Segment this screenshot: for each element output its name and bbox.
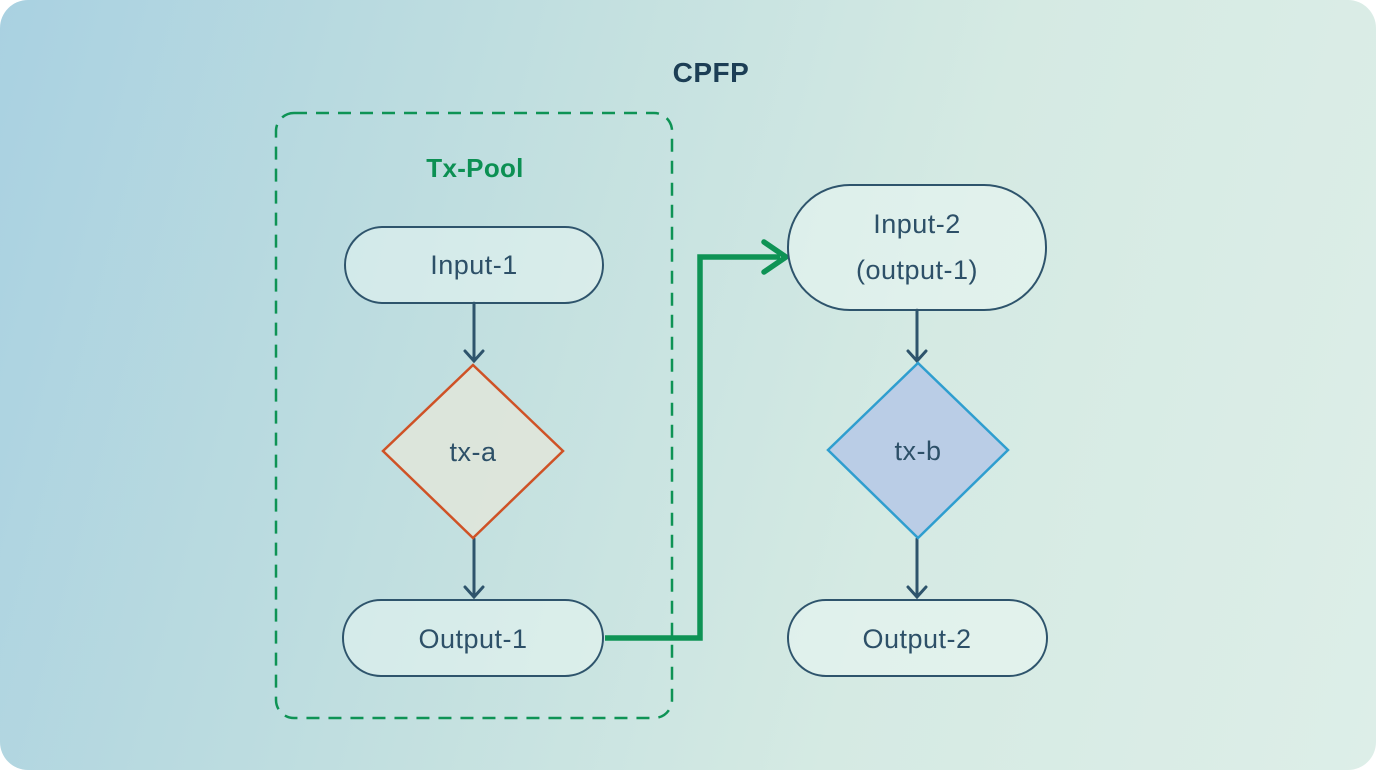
edge-output1-to-input2-arrowhead-icon <box>761 239 789 275</box>
node-tx-b-label: tx-b <box>894 436 941 466</box>
diagram-title: CPFP <box>673 57 750 88</box>
tx-pool-label: Tx-Pool <box>426 153 523 183</box>
node-output-2: Output-2 <box>787 599 1048 677</box>
node-input-2-label: Input-2 <box>873 209 961 239</box>
node-tx-a: tx-a <box>381 363 565 540</box>
node-tx-b: tx-b <box>826 361 1010 540</box>
edge-output1-to-input2 <box>605 254 780 641</box>
node-input-1: Input-1 <box>344 226 604 304</box>
node-input-1-shape <box>344 226 604 304</box>
node-input-2-sublabel: (output-1) <box>856 255 978 285</box>
node-tx-a-shape <box>381 363 565 540</box>
edge-input1-to-txa-arrowhead-icon <box>463 349 485 364</box>
node-output-2-shape <box>787 599 1048 677</box>
node-output-1: Output-1 <box>342 599 604 677</box>
tx-pool-container <box>274 111 674 720</box>
edge-txb-to-output2-arrowhead-icon <box>906 585 928 600</box>
edge-input2-to-txb-arrowhead-icon <box>906 349 928 364</box>
node-input-2: Input-2 (output-1) <box>787 184 1047 311</box>
node-tx-b-shape <box>826 361 1010 540</box>
edge-txa-to-output1-arrowhead-icon <box>463 585 485 600</box>
node-output-1-label: Output-1 <box>418 624 527 654</box>
node-output-2-label: Output-2 <box>862 624 971 654</box>
node-input-2-shape <box>787 184 1047 311</box>
node-tx-a-label: tx-a <box>449 437 496 467</box>
node-output-1-shape <box>342 599 604 677</box>
node-input-1-label: Input-1 <box>430 250 518 280</box>
